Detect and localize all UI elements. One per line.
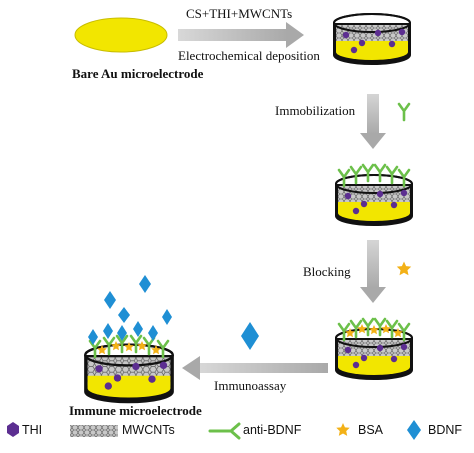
arrow-immobilization bbox=[360, 94, 386, 149]
dish-immune bbox=[84, 275, 174, 404]
arrow-blocking bbox=[360, 240, 386, 303]
legend-thi-label: THI bbox=[22, 423, 43, 437]
step-1-sublabel: Electrochemical deposition bbox=[178, 48, 320, 63]
step-2-label: Immobilization bbox=[275, 103, 356, 118]
immune-electrode-label: Immune microelectrode bbox=[69, 403, 202, 418]
legend-graphics bbox=[7, 420, 421, 440]
bdnf-icon bbox=[241, 322, 259, 350]
arrow-deposition bbox=[178, 22, 304, 48]
bare-electrode bbox=[74, 17, 168, 53]
step-1-label: CS+THI+MWCNTs bbox=[186, 6, 293, 21]
legend-anti-label: anti-BDNF bbox=[243, 423, 302, 437]
legend-mwcnts-label: MWCNTs bbox=[122, 423, 175, 437]
step-4-label: Immunoassay bbox=[214, 378, 287, 393]
legend-bdnf-icon bbox=[407, 420, 421, 440]
legend-bdnf-label: BDNF bbox=[428, 423, 463, 437]
arrow-immunoassay bbox=[182, 356, 328, 380]
step-3-label: Blocking bbox=[303, 264, 351, 279]
legend-bsa-label: BSA bbox=[358, 423, 384, 437]
bare-electrode-label: Bare Au microelectrode bbox=[72, 66, 204, 81]
legend-antibody-icon bbox=[208, 422, 241, 440]
legend-thi-icon bbox=[7, 422, 19, 437]
legend-mwcnts-icon bbox=[70, 425, 118, 437]
